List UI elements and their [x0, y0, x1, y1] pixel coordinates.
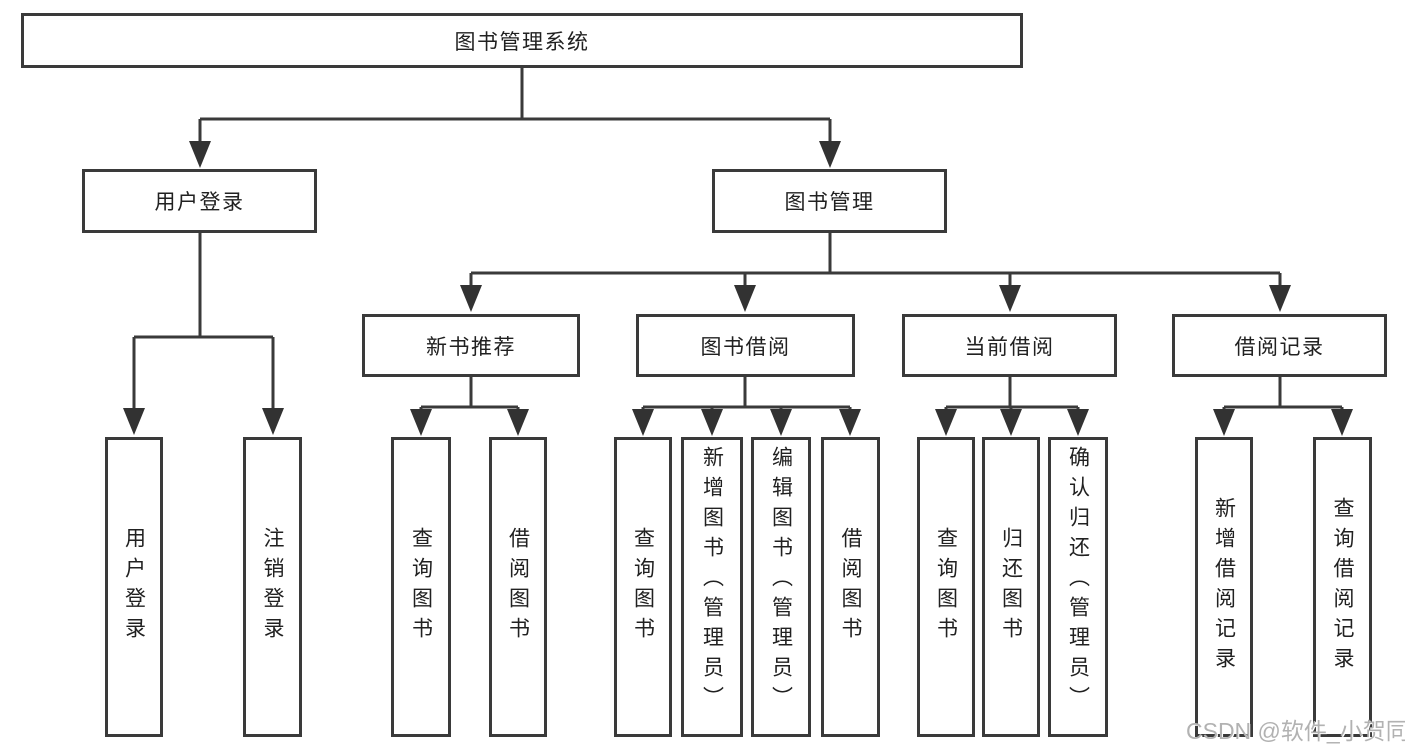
node-label: 用户登录 [154, 191, 245, 214]
leaf-add-borrow-record: 新增借阅记录 [1195, 437, 1253, 737]
node-label: 编辑图书（管理员） [769, 446, 793, 716]
leaf-user-login: 用户登录 [105, 437, 163, 737]
node-label: 当前借阅 [964, 335, 1055, 359]
node-label: 图书管理 [784, 191, 875, 214]
node-label: 查询借阅记录 [1331, 497, 1354, 677]
node-label: 查询图书 [934, 527, 958, 647]
leaf-query-books-current: 查询图书 [917, 437, 975, 737]
node-label: 用户登录 [122, 527, 146, 647]
node-label: 借阅记录 [1234, 335, 1325, 359]
leaf-query-borrow-record: 查询借阅记录 [1313, 437, 1372, 737]
node-label: 新书推荐 [426, 335, 516, 359]
leaf-logout: 注销登录 [243, 437, 302, 737]
node-user-login: 用户登录 [82, 169, 317, 233]
node-label: 确认归还（管理员） [1066, 446, 1090, 716]
node-label: 查询图书 [409, 527, 433, 647]
node-current-borrow: 当前借阅 [902, 314, 1117, 377]
node-label: 图书管理系统 [454, 30, 590, 54]
leaf-query-books-borrow: 查询图书 [614, 437, 672, 737]
leaf-add-book-admin: 新增图书（管理员） [681, 437, 743, 737]
node-label: 归还图书 [999, 527, 1023, 647]
csdn-watermark: CSDN @软件_小贺同学 [1186, 718, 1405, 744]
leaf-borrow-books-recommend: 借阅图书 [489, 437, 547, 737]
leaf-confirm-return-admin: 确认归还（管理员） [1048, 437, 1108, 737]
leaf-borrow-books: 借阅图书 [821, 437, 880, 737]
node-borrow-records: 借阅记录 [1172, 314, 1387, 377]
node-new-book-recommend: 新书推荐 [362, 314, 580, 377]
node-label: 查询图书 [631, 527, 655, 647]
leaf-query-books-recommend: 查询图书 [391, 437, 451, 737]
node-library-system: 图书管理系统 [21, 13, 1023, 68]
node-book-borrow: 图书借阅 [636, 314, 855, 377]
node-label: 借阅图书 [506, 527, 530, 647]
node-book-management: 图书管理 [712, 169, 947, 233]
node-label: 图书借阅 [700, 335, 791, 359]
node-label: 借阅图书 [839, 527, 862, 647]
node-label: 注销登录 [261, 527, 284, 647]
leaf-return-book: 归还图书 [982, 437, 1040, 737]
node-label: 新增借阅记录 [1212, 497, 1236, 677]
arrowheads [123, 141, 1353, 436]
node-label: 新增图书（管理员） [700, 446, 724, 716]
leaf-edit-book-admin: 编辑图书（管理员） [751, 437, 811, 737]
